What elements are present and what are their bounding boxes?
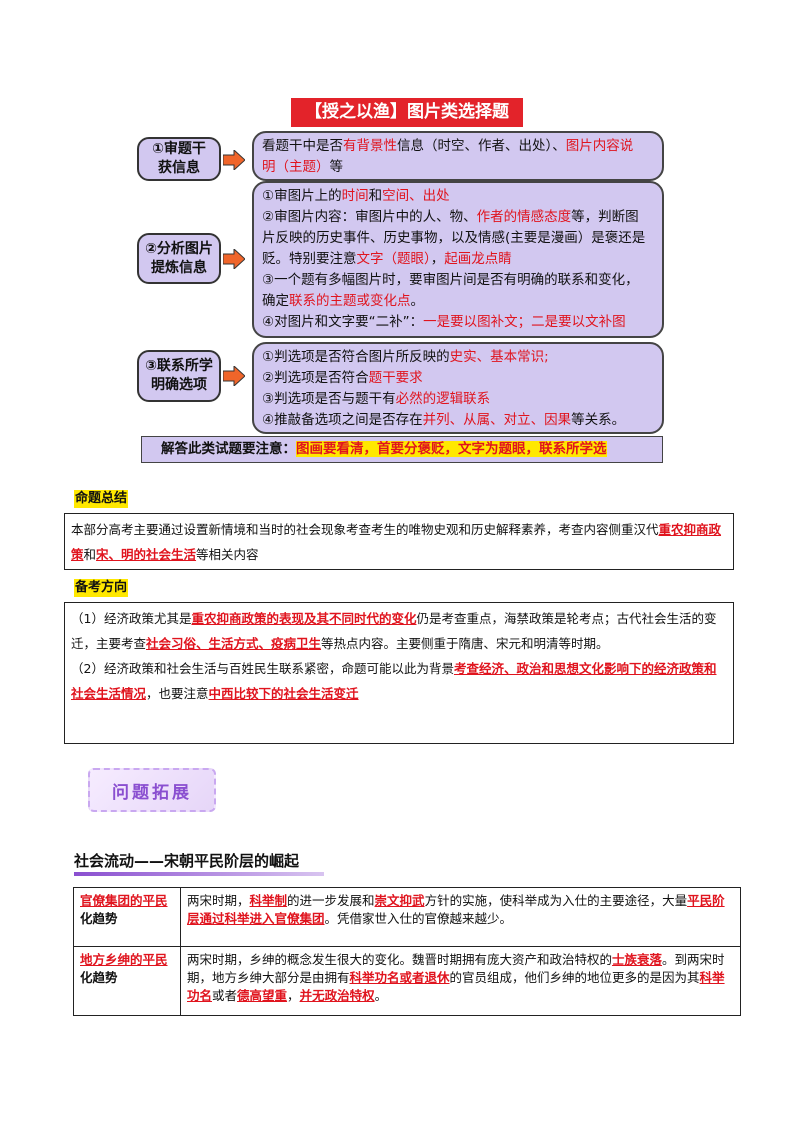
text-segment: 的进一步发展和	[287, 893, 375, 908]
text-segment: 科举制	[249, 893, 288, 908]
step-line: ①审图片上的时间和空间、出处	[262, 186, 654, 207]
text-segment: 德高望重	[237, 988, 288, 1003]
text-segment: 并列、从属、对立、因果	[422, 412, 572, 428]
text-segment: 。	[374, 988, 388, 1003]
row-value: 两宋时期，乡绅的概念发生很大的变化。魏晋时期拥有庞大资产和政治特权的士族衰落。到…	[180, 946, 741, 1016]
text-segment: ①审图片上的	[262, 188, 342, 204]
step-line: 片反映的历史事件、历史事物，以及情感(主要是漫画）是褒还是	[262, 228, 654, 249]
step-line: ③判选项是否与题干有必然的逻辑联系	[262, 389, 654, 410]
step-line: ②判选项是否符合题干要求	[262, 368, 654, 389]
text-segment: 空间、出处	[382, 188, 450, 204]
banner-title: 【授之以渔】图片类选择题	[291, 98, 523, 127]
text-segment: ②判选项是否符合	[262, 370, 369, 386]
arrow-right-icon	[223, 366, 245, 386]
direction-para-2: （2）经济政策和社会生活与百姓民生联系紧密，命题可能以此为背景考查经济、政治和思…	[71, 661, 717, 701]
step-line: 贬。特别要注意文字（题眼），起画龙点睛	[262, 249, 654, 270]
text-segment: 起画龙点睛	[444, 251, 512, 267]
text-segment: 并无政治特权	[299, 988, 375, 1003]
step-label-1: ①审题干获信息	[137, 137, 221, 181]
arrow-right-icon	[223, 249, 245, 269]
mobility-table: 官僚集团的平民化趋势 两宋时期，科举制的进一步发展和崇文抑武方针的实施，使科举成…	[73, 887, 741, 1016]
text-segment: 士族衰落	[612, 952, 663, 967]
text-segment: 两宋时期，乡绅的概念发生很大的变化。魏晋时期拥有庞大资产和政治特权的	[187, 952, 613, 967]
text-segment: 一是要以图补文；二是要以文补图	[423, 314, 626, 330]
step-line: ④推敲备选项之间是否存在并列、从属、对立、因果等关系。	[262, 410, 654, 431]
text-segment: 两宋时期，	[187, 893, 250, 908]
text-segment: 必然的逻辑联系	[395, 391, 491, 407]
text-segment: 平民阶层通过科举进入官僚集团	[187, 893, 725, 926]
text-segment: ②审图片内容：审图片中的人、物、	[262, 209, 477, 225]
step-label-3: ③联系所学明确选项	[137, 350, 221, 402]
text-segment: 或者	[212, 988, 238, 1003]
step-line: 确定联系的主题或变化点。	[262, 291, 654, 312]
step-line: 明（主题）等	[262, 157, 654, 178]
text-segment: 。到两宋时期，地方乡绅大部分是由拥有	[187, 952, 725, 985]
text-segment: 崇文抑武	[374, 893, 425, 908]
table-row: 官僚集团的平民化趋势 两宋时期，科举制的进一步发展和崇文抑武方针的实施，使科举成…	[73, 887, 741, 947]
table-row: 地方乡绅的平民化趋势 两宋时期，乡绅的概念发生很大的变化。魏晋时期拥有庞大资产和…	[73, 946, 741, 1016]
direction-para-1: （1）经济政策尤其是重农抑商政策的表现及其不同时代的变化仍是考查重点，海禁政策是…	[71, 611, 717, 651]
step-line: ④对图片和文字要“二补”：一是要以图补文；二是要以文补图	[262, 312, 654, 333]
row-key: 官僚集团的平民化趋势	[73, 887, 181, 947]
text-segment: ，	[430, 251, 445, 267]
text-segment: 片反映的历史事件、历史事物，以及情感(主要是漫画）是褒还是	[262, 230, 646, 246]
step-line: ③一个题有多幅图片时，要审图片间是否有明确的联系和变化，	[262, 270, 654, 291]
text-segment: 方针的实施，使科举成为入仕的主要途径，大量	[424, 893, 688, 908]
text-segment: 文字（题眼）	[356, 251, 431, 267]
text-segment: 有背景性	[343, 138, 397, 154]
text-segment: 明（主题）	[262, 159, 330, 175]
summary-heading: 命题总结	[74, 490, 129, 508]
text-segment: 等，判断图	[571, 209, 639, 225]
text-segment: 。	[410, 293, 425, 309]
text-segment: ，	[287, 988, 300, 1003]
text-segment: 。凭借家世入仕的官僚越来越少。	[324, 911, 513, 926]
arrow-right-icon	[223, 150, 245, 170]
direction-box: （1）经济政策尤其是重农抑商政策的表现及其不同时代的变化仍是考查重点，海禁政策是…	[64, 602, 734, 744]
step-line: ①判选项是否符合图片所反映的史实、基本常识;	[262, 347, 654, 368]
text-segment: ①判选项是否符合图片所反映的	[262, 349, 450, 365]
text-segment: ④对图片和文字要“二补”：	[262, 314, 424, 330]
text-segment: ③判选项是否与题干有	[262, 391, 396, 407]
summary-box: 本部分高考主要通过设置新情境和当时的社会现象考查考生的唯物史观和历史解释素养，考…	[64, 513, 734, 570]
step-line: ②审图片内容：审图片中的人、物、作者的情感态度等，判断图	[262, 207, 654, 228]
text-segment: 时间	[341, 188, 369, 204]
text-segment: 图片内容说	[565, 138, 634, 154]
text-segment: 作者的情感态度	[476, 209, 572, 225]
problem-expansion-badge: 问题拓展	[88, 768, 216, 812]
text-segment: 题干要求	[368, 370, 423, 386]
text-segment: 的官员组成，他们乡绅的地位更多的是因为其	[449, 970, 700, 985]
text-segment: 确定	[262, 293, 289, 309]
step-label-2: ②分析图片提炼信息	[137, 233, 221, 284]
text-segment: 等关系。	[571, 412, 626, 428]
direction-heading: 备考方向	[74, 579, 129, 597]
text-segment: 和	[368, 188, 383, 204]
step-line: 看题干中是否有背景性信息（时空、作者、出处）、图片内容说	[262, 136, 654, 157]
text-segment: ③一个题有多幅图片时，要审图片间是否有明确的联系和变化，	[262, 272, 639, 288]
text-segment: 看题干中是否	[262, 138, 343, 154]
text-segment: 史实、基本常识;	[449, 349, 549, 365]
text-segment: 科举功名或者退休	[349, 970, 450, 985]
row-value: 两宋时期，科举制的进一步发展和崇文抑武方针的实施，使科举成为入仕的主要途径，大量…	[180, 887, 741, 947]
section-title: 社会流动——宋朝平民阶层的崛起	[74, 850, 324, 876]
row-key: 地方乡绅的平民化趋势	[73, 946, 181, 1016]
text-segment: 信息（时空、作者、出处）、	[397, 138, 566, 154]
text-segment: 贬。特别要注意	[262, 251, 357, 267]
step-box-1: 看题干中是否有背景性信息（时空、作者、出处）、图片内容说明（主题）等	[252, 131, 664, 181]
text-segment: ④推敲备选项之间是否存在	[262, 412, 423, 428]
text-segment: 联系的主题或变化点	[289, 293, 411, 309]
text-segment: 等	[329, 159, 344, 175]
answer-tip: 解答此类试题要注意：图画要看清，首要分褒贬，文字为题眼，联系所学选	[141, 436, 663, 463]
text-segment: 科举功名	[187, 970, 725, 1003]
